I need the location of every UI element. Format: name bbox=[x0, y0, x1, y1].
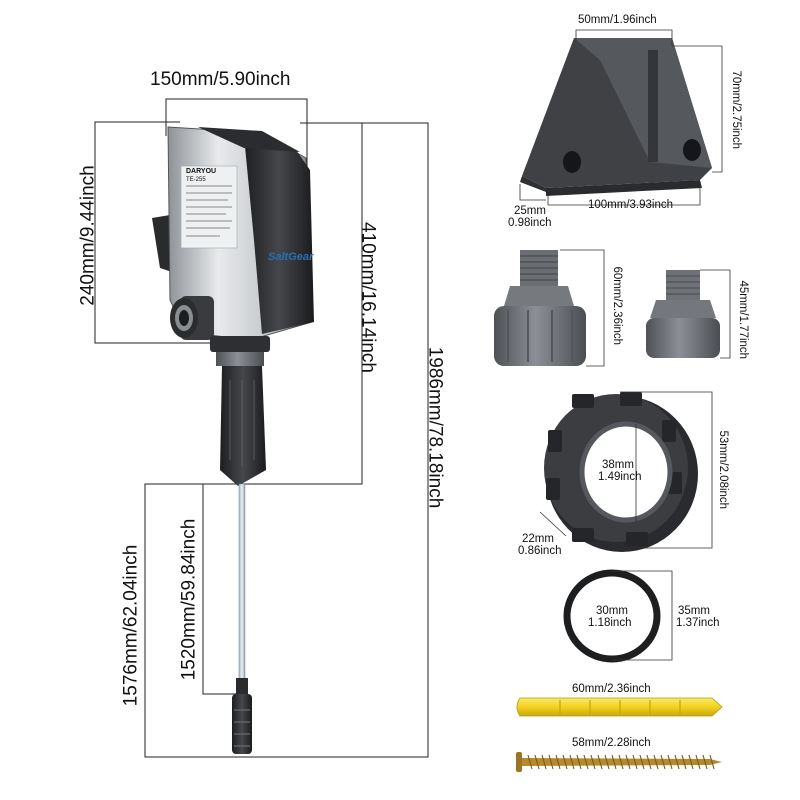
screw-thread bbox=[562, 754, 568, 770]
pump-total-height-label: 410mm/16.14inch bbox=[357, 221, 379, 374]
screw-thread bbox=[625, 754, 631, 770]
pump-brand-text: DARYOU bbox=[186, 168, 217, 175]
bracket-illustration bbox=[520, 38, 712, 196]
pump-tube-length-label: 1520mm/59.84inch bbox=[178, 518, 200, 681]
pump-illustration bbox=[152, 126, 314, 754]
pump-height-label: 240mm/9.44inch bbox=[77, 165, 99, 306]
fitting-small-height-label: 45mm/1.77inch bbox=[736, 280, 749, 360]
nut-outer-label: 53mm/2.08inch bbox=[716, 430, 729, 510]
screw-thread bbox=[569, 754, 575, 770]
screw-thread bbox=[527, 754, 533, 770]
screw-thread bbox=[667, 754, 673, 770]
screw-thread bbox=[681, 754, 687, 770]
bracket-top-label: 50mm/1.96inch bbox=[578, 14, 657, 26]
screw-thread bbox=[548, 754, 554, 770]
screw-thread bbox=[674, 754, 680, 770]
pump-extended-length-label: 1576mm/62.04inch bbox=[120, 544, 142, 707]
screw-thread bbox=[639, 754, 645, 770]
bracket-depth-in-label: 0.98inch bbox=[508, 217, 552, 229]
pump-width-label: 150mm/5.90inch bbox=[150, 69, 291, 90]
pump-logo-text: SaltGear bbox=[268, 251, 314, 263]
screw-thread bbox=[534, 754, 540, 770]
screw-thread bbox=[702, 754, 708, 770]
nut-thickness-in-label: 0.86inch bbox=[518, 545, 562, 557]
fitting-large-illustration bbox=[494, 250, 586, 366]
fitting-large-height-label: 60mm/2.36inch bbox=[610, 266, 623, 346]
bracket-height-label: 70mm/2.75inch bbox=[729, 70, 742, 150]
screw-illustration bbox=[516, 752, 722, 772]
anchor-length-label: 60mm/2.36inch bbox=[572, 683, 651, 695]
screw-thread bbox=[583, 754, 589, 770]
nut-dimension-lines bbox=[539, 391, 713, 549]
oring-outer-in-label: 1.37inch bbox=[676, 617, 720, 629]
oring-inner-in-label: 1.18inch bbox=[588, 617, 632, 629]
oring-illustration bbox=[563, 569, 661, 663]
screw-thread bbox=[653, 754, 659, 770]
screw-thread bbox=[688, 754, 694, 770]
pump-overall-height-label: 1986mm/78.18inch bbox=[424, 346, 446, 509]
nut-illustration bbox=[544, 392, 698, 552]
fitting-small-dimension bbox=[700, 269, 731, 359]
screw-length-label: 58mm/2.28inch bbox=[572, 737, 651, 749]
bracket-dimension-lines bbox=[519, 29, 723, 206]
screw-thread bbox=[695, 754, 701, 770]
bracket-depth-mm-label: 25mm bbox=[514, 205, 546, 217]
fitting-large-dimension bbox=[560, 249, 605, 367]
pump-model-text: TE-255 bbox=[186, 177, 206, 183]
oring-outer-mm-label: 35mm bbox=[678, 605, 710, 617]
screw-thread bbox=[541, 754, 547, 770]
screw-thread bbox=[597, 754, 603, 770]
screw-thread bbox=[590, 754, 596, 770]
screw-thread bbox=[555, 754, 561, 770]
screw-thread bbox=[646, 754, 652, 770]
screw-thread bbox=[660, 754, 666, 770]
nut-inner-mm-label: 38mm bbox=[602, 459, 634, 471]
fitting-small-illustration bbox=[646, 270, 720, 358]
oring-inner-mm-label: 30mm bbox=[596, 605, 628, 617]
screw-thread bbox=[632, 754, 638, 770]
oring-dimension bbox=[612, 570, 673, 661]
bracket-width-label: 100mm/3.93inch bbox=[588, 199, 674, 211]
anchor-illustration bbox=[516, 697, 723, 717]
screw-thread bbox=[709, 754, 715, 770]
pump-dimension-lines bbox=[94, 98, 429, 758]
nut-thickness-mm-label: 22mm bbox=[522, 533, 554, 545]
screw-thread bbox=[604, 754, 610, 770]
screw-thread bbox=[618, 754, 624, 770]
screw-thread bbox=[576, 754, 582, 770]
nut-inner-in-label: 1.49inch bbox=[598, 471, 642, 483]
screw-thread bbox=[611, 754, 617, 770]
